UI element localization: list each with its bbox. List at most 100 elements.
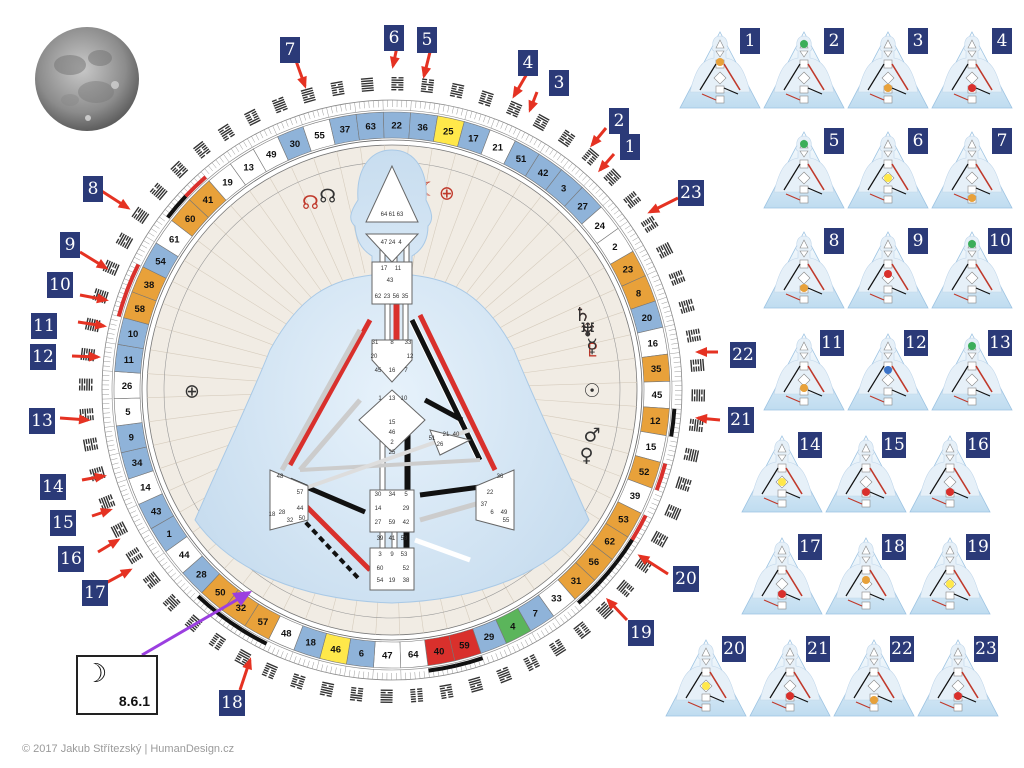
gate-number: 14 [140, 483, 151, 494]
hexagram-ring [78, 76, 706, 704]
transit-thumbnail[interactable]: 15 [824, 432, 908, 514]
gate-number: 2 [612, 242, 617, 253]
gate-number: 34 [132, 458, 143, 469]
hexagram-icon [162, 593, 181, 612]
bodygraph-gate-number: 41 [389, 536, 396, 542]
transit-thumbnail[interactable]: 12 [846, 330, 930, 412]
red-arrowhead [605, 597, 618, 610]
gate-number: 50 [215, 587, 226, 598]
identity-diamond [358, 389, 426, 453]
transit-thumbnail[interactable]: 2 [762, 28, 846, 110]
transit-thumbnail[interactable]: 4 [930, 28, 1014, 110]
planet-symbol: ☿ [586, 335, 598, 357]
transit-thumbnail[interactable]: 5 [762, 128, 846, 210]
hexagram-icon [603, 168, 622, 187]
transit-thumbnail[interactable]: 14 [740, 432, 824, 514]
red-arrowhead [99, 508, 113, 518]
gate-number: 11 [124, 355, 135, 366]
thumbnail-number: 5 [824, 128, 844, 154]
red-arrowhead [421, 66, 432, 79]
thumbnail-number: 15 [882, 432, 906, 458]
hexagram-icon [640, 215, 659, 234]
thumbnail-number: 18 [882, 534, 906, 560]
transit-thumbnail[interactable]: 3 [846, 28, 930, 110]
transit-thumbnail[interactable]: 6 [846, 128, 930, 210]
red-arrowhead [117, 198, 131, 210]
gate-number: 32 [236, 603, 247, 614]
transit-thumbnail[interactable]: 21 [748, 636, 832, 718]
hexagram-icon [234, 648, 252, 667]
bodygraph-gate-number: 19 [389, 578, 396, 584]
transit-thumbnail[interactable]: 11 [762, 330, 846, 412]
gate-activation-mark [455, 656, 484, 668]
bodygraph-gate-number: 26 [437, 442, 444, 448]
sacral-center [369, 489, 415, 533]
bodygraph-gate-number: 52 [403, 566, 410, 572]
red-arrowhead [598, 159, 610, 173]
planet-symbol: ♄ [574, 304, 591, 326]
gate-number: 7 [533, 608, 538, 619]
callout-label: 19 [628, 620, 654, 646]
callout-label: 3 [549, 70, 569, 96]
thumbnail-number: 7 [992, 128, 1012, 154]
transit-thumbnail[interactable]: 8 [762, 228, 846, 310]
bodygraph-gate-number: 64 [381, 212, 388, 218]
planet-symbol: ⊕ [184, 380, 200, 402]
callout-label: 17 [82, 580, 108, 606]
thumbnail-number: 22 [890, 636, 914, 662]
bodygraph-gate-number: 62 [375, 294, 382, 300]
bodygraph-gate-number: 57 [297, 490, 304, 496]
gate-number: 55 [314, 131, 325, 142]
transit-thumbnail[interactable]: 17 [740, 534, 824, 616]
transit-thumbnail[interactable]: 7 [930, 128, 1014, 210]
hexagram-icon [675, 476, 692, 492]
hexagram-icon [420, 78, 435, 94]
hexagram-icon [650, 530, 669, 548]
gate-number: 52 [639, 467, 650, 478]
bodygraph-gate-number: 60 [377, 566, 384, 572]
gate-activation-mark [184, 175, 208, 198]
gate-activation-mark [428, 663, 457, 673]
red-arrowhead [695, 413, 708, 424]
gate-number: 6 [359, 649, 364, 660]
transit-thumbnail[interactable]: 9 [846, 228, 930, 310]
gate-activation-mark [166, 194, 188, 219]
transit-thumbnail[interactable]: 10 [930, 228, 1014, 310]
bodygraph-gate-number: 16 [389, 368, 396, 374]
transit-thumbnail[interactable]: 19 [908, 534, 992, 616]
hexagram-icon [685, 328, 702, 343]
gate-number: 22 [391, 121, 402, 132]
spleen-center [269, 469, 309, 531]
gate-activation-mark [654, 463, 668, 491]
bodygraph-gate-number: 1 [378, 396, 382, 402]
gate-activation-mark [125, 263, 141, 291]
callout-label: 6 [384, 25, 404, 51]
hexagram-icon [193, 140, 211, 159]
thumbnail-number: 1 [740, 28, 760, 54]
g-center [371, 339, 413, 383]
transit-thumbnail[interactable]: 1 [678, 28, 762, 110]
gate-number: 23 [623, 265, 634, 276]
hexagram-icon [300, 87, 316, 104]
transit-thumbnail[interactable]: 13 [930, 330, 1014, 412]
bodygraph-gate-number: 13 [389, 396, 396, 402]
moon-icon: ☽ [84, 659, 108, 689]
transit-thumbnail[interactable]: 23 [916, 636, 1000, 718]
hexagram-icon [244, 108, 261, 127]
transit-thumbnail[interactable]: 20 [664, 636, 748, 718]
thumbnail-number: 20 [722, 636, 746, 662]
bodygraph-gate-number: 44 [297, 506, 304, 512]
hexagram-icon [131, 206, 150, 225]
transit-thumbnail[interactable]: 16 [908, 432, 992, 514]
hexagram-icon [691, 389, 706, 402]
transit-thumbnail[interactable]: 18 [824, 534, 908, 616]
hexagram-icon [261, 662, 278, 680]
bodygraph-gate-number: 58 [401, 536, 408, 542]
gate-number: 33 [551, 593, 562, 604]
hexagram-icon [623, 191, 642, 209]
bodygraph-gate-number: 8 [390, 340, 394, 346]
planet-symbol: ♆ [579, 319, 596, 341]
gate-number: 61 [169, 234, 180, 245]
transit-thumbnail[interactable]: 22 [832, 636, 916, 718]
callout-label: 16 [58, 546, 84, 572]
